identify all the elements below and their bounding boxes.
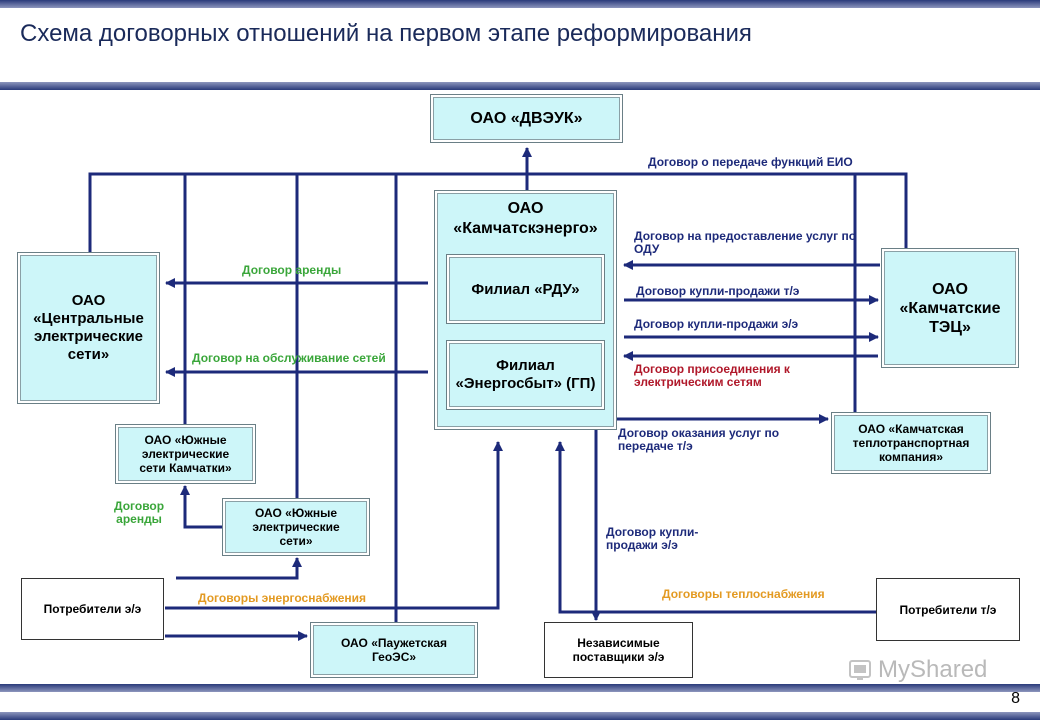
box-pauzhet: ОАО «Паужетская ГеоЭС» xyxy=(310,622,478,678)
label-odu: Договор на предоставление услуг по ОДУ xyxy=(634,229,857,256)
box-yes-kamchatki-label: ОАО «Южные электрические сети Камчатки» xyxy=(139,433,232,475)
box-yes-label: ОАО «Южные электрические сети» xyxy=(252,506,340,548)
box-dveuk-label: ОАО «ДВЭУК» xyxy=(470,109,583,127)
box-tec: ОАО «Камчатские ТЭЦ» xyxy=(881,248,1019,368)
box-kamchatskenergo-label: ОАО «Камчатскэнерго» xyxy=(453,200,598,237)
box-pauzhet-label: ОАО «Паужетская ГеоЭС» xyxy=(341,636,447,664)
label-ee-sale: Договор купли-продажи э/э xyxy=(634,317,799,331)
label-heat-supply: Договоры теплоснабжения xyxy=(662,587,825,601)
header-bar-bottom xyxy=(0,82,1040,90)
arrow-consumers-to-yes xyxy=(176,557,302,580)
page-title: Схема договорных отношений на первом эта… xyxy=(20,20,752,47)
label-energy-supply: Договоры энергоснабжения xyxy=(198,591,367,605)
footer-bar-bottom xyxy=(0,712,1040,720)
box-tec-label: ОАО «Камчатские ТЭЦ» xyxy=(899,280,1001,336)
box-rdu-label: Филиал «РДУ» xyxy=(471,280,580,298)
arrow-energy-supply xyxy=(165,441,503,610)
box-rdu: Филиал «РДУ» xyxy=(446,254,605,324)
label-connection: Договор присоединения к электрическим се… xyxy=(634,362,790,389)
line-top-bus xyxy=(88,172,908,252)
box-independent-label: Независимые поставщики э/э xyxy=(572,636,665,664)
watermark-logo-icon xyxy=(849,660,871,680)
label-eio: Договор о передаче функций ЕИО xyxy=(648,155,853,169)
box-consumers-te: Потребители т/э xyxy=(876,578,1020,641)
box-ces-label: ОАО «Центральные электрические сети» xyxy=(33,292,144,363)
box-ktk: ОАО «Камчатская теплотранспортная компан… xyxy=(831,412,991,474)
label-network-service: Договор на обслуживание сетей xyxy=(192,351,386,365)
footer-bar xyxy=(0,684,1040,692)
header-bar-top xyxy=(0,0,1040,8)
box-consumers-te-label: Потребители т/э xyxy=(899,602,997,617)
label-lease: Договор аренды xyxy=(242,263,342,277)
watermark: MyShared xyxy=(848,656,987,684)
arrow-lease2 xyxy=(180,485,222,529)
box-energosbyt-label: Филиал «Энергосбыт» (ГП) xyxy=(455,357,596,392)
box-ktk-label: ОАО «Камчатская теплотранспортная компан… xyxy=(852,422,970,464)
box-dveuk: ОАО «ДВЭУК» xyxy=(430,94,623,143)
label-lease2: Договор аренды xyxy=(114,499,165,526)
box-consumers-ee: Потребители э/э xyxy=(21,578,164,640)
box-yes-kamchatki: ОАО «Южные электрические сети Камчатки» xyxy=(115,424,256,484)
page-number: 8 xyxy=(1011,690,1020,707)
box-consumers-ee-label: Потребители э/э xyxy=(43,602,142,616)
label-transfer-te: Договор оказания услуг по передаче т/э xyxy=(618,426,780,453)
label-te-sale: Договор купли-продажи т/э xyxy=(636,284,800,298)
box-independent: Независимые поставщики э/э xyxy=(544,622,693,678)
box-yes: ОАО «Южные электрические сети» xyxy=(222,498,370,556)
arrow-heat-supply xyxy=(555,441,876,614)
label-ee-sale2: Договор купли- продажи э/э xyxy=(606,525,699,552)
box-energosbyt: Филиал «Энергосбыт» (ГП) xyxy=(446,340,605,410)
box-ces: ОАО «Центральные электрические сети» xyxy=(17,252,160,404)
watermark-text: MyShared xyxy=(878,656,988,683)
